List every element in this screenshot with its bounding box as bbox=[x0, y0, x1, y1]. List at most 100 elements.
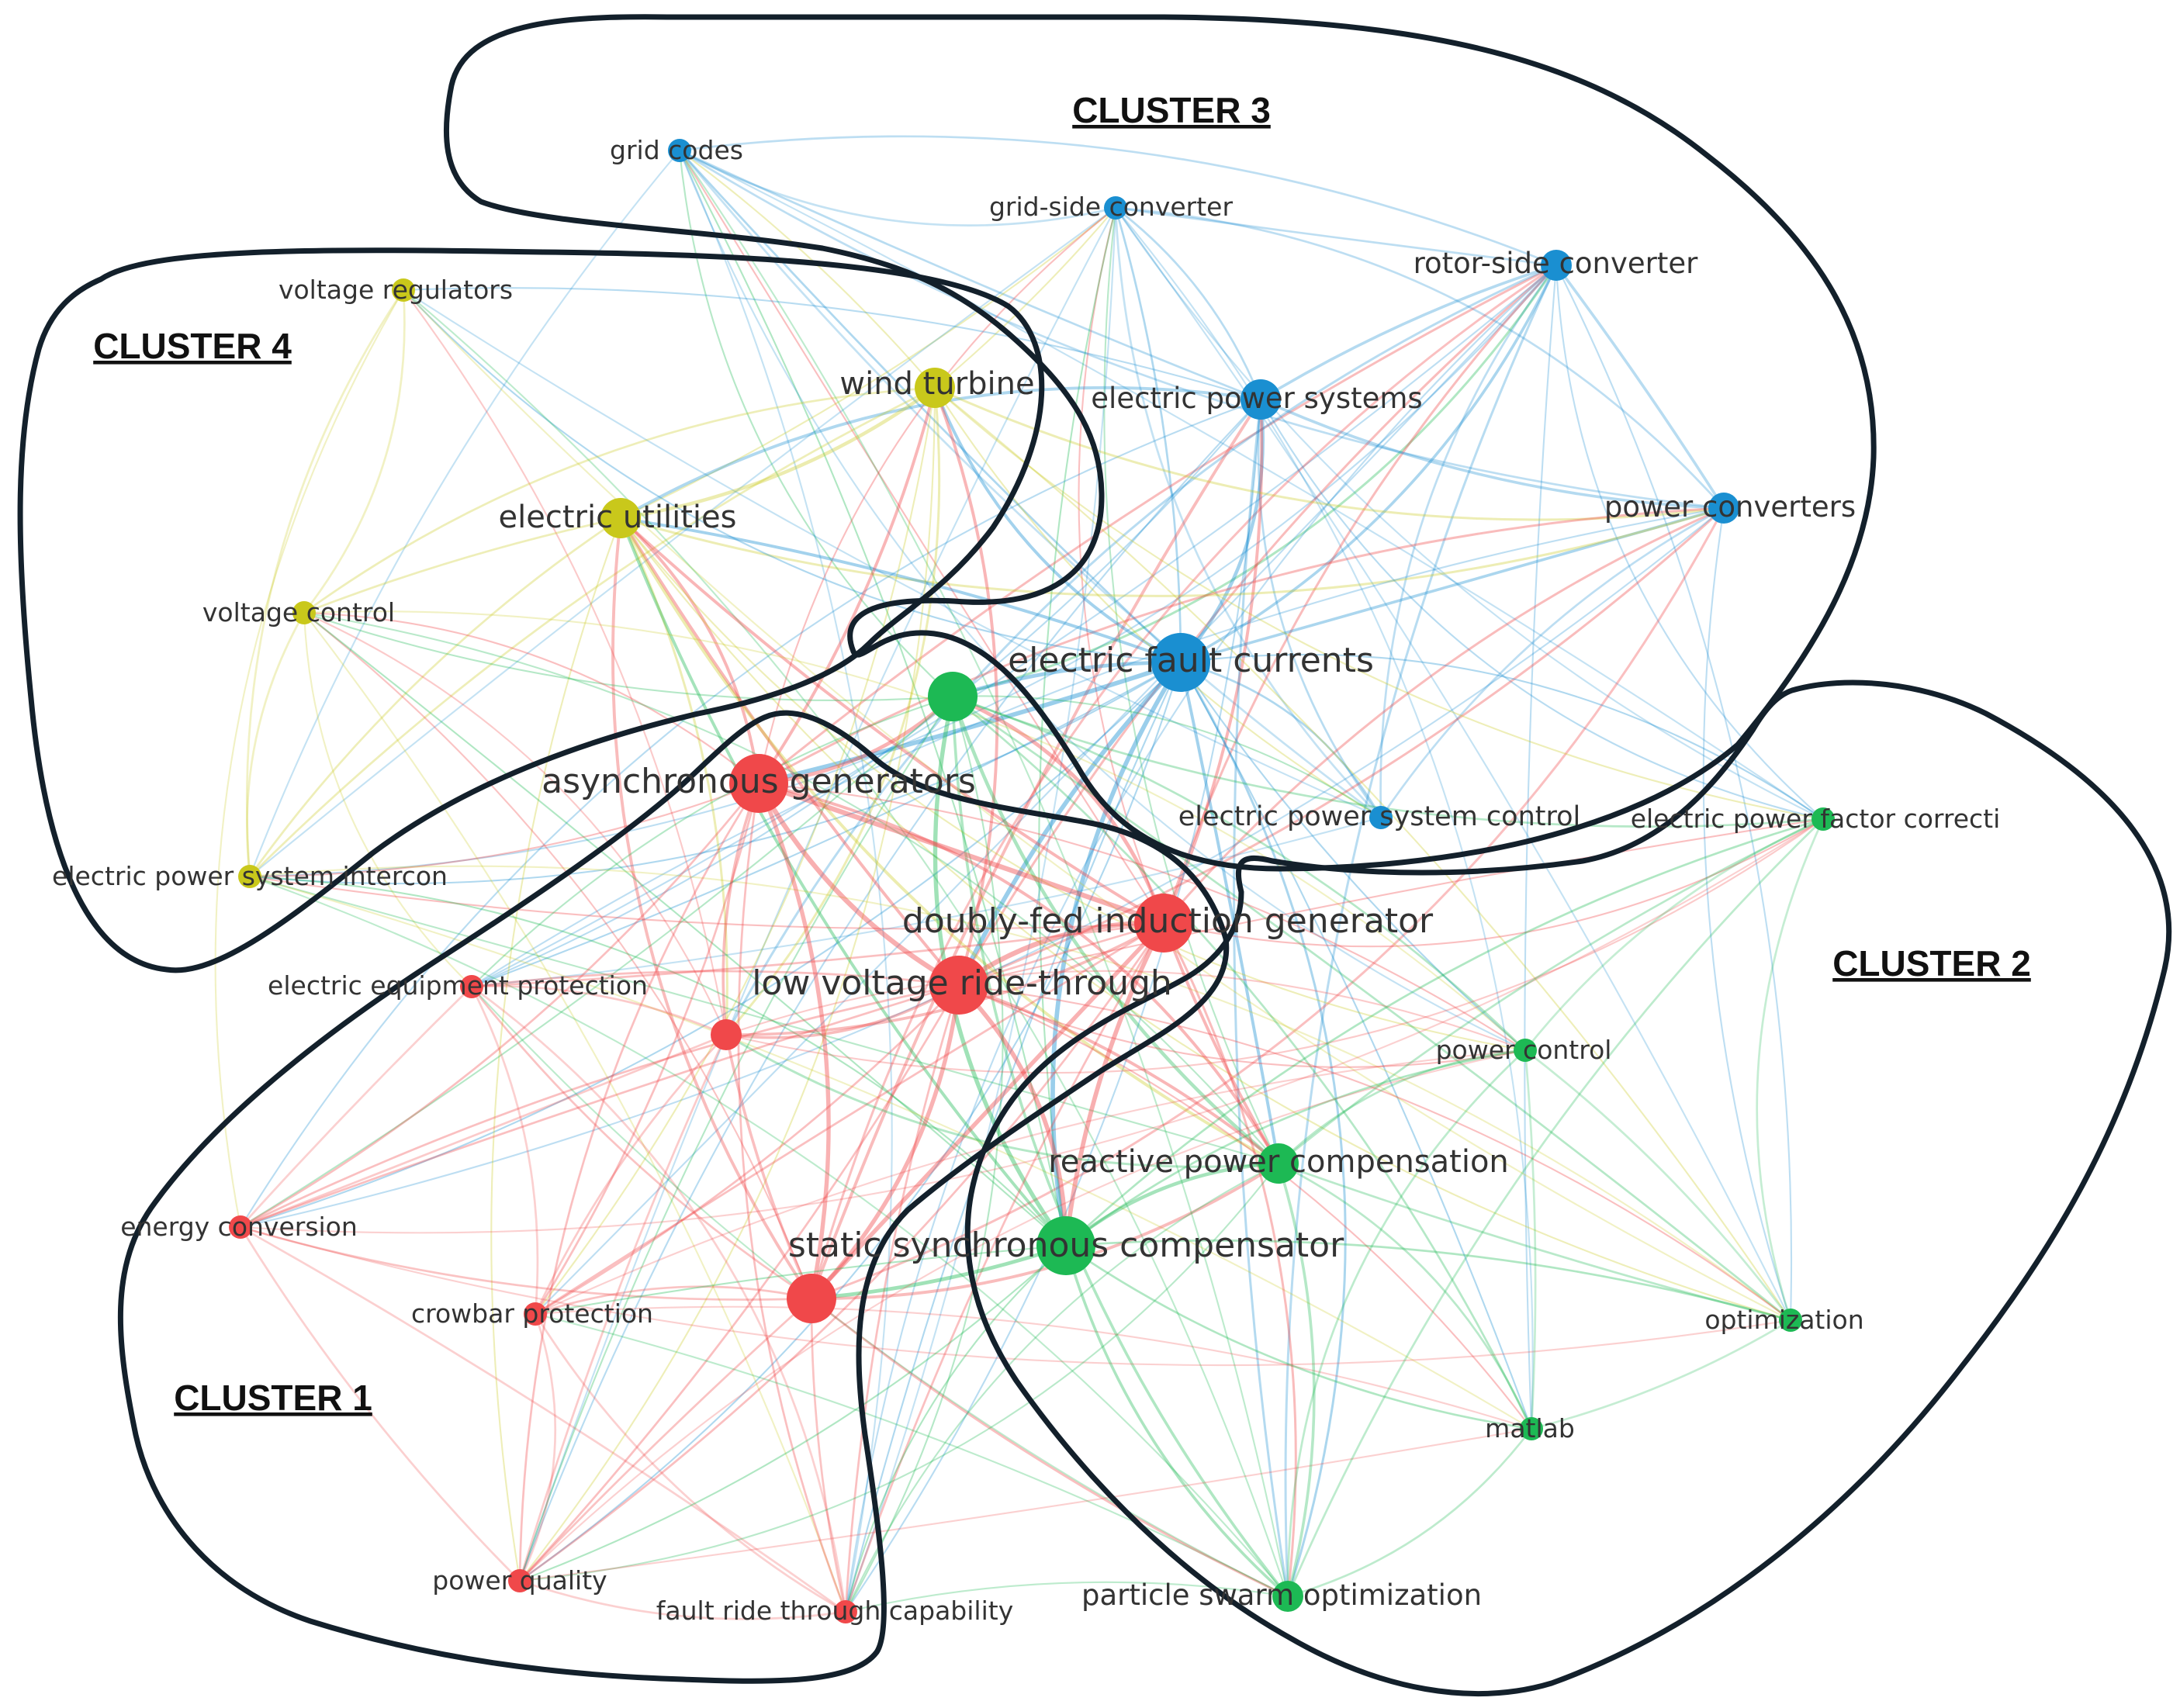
edge-power_quality-power_ctrl bbox=[519, 1049, 1526, 1582]
edge-green_hub-rpc bbox=[950, 696, 1280, 1165]
edge-eps_inter-async_gen bbox=[249, 783, 760, 878]
edge-rotor_side-crowbar bbox=[535, 264, 1557, 1315]
node-statcom[interactable] bbox=[787, 1274, 836, 1323]
edge-volt_ctrl-red_small bbox=[303, 612, 727, 1036]
edge-grid_side-dfig bbox=[1078, 207, 1164, 924]
node-rpc[interactable] bbox=[1258, 1143, 1299, 1184]
edge-rotor_side-optim bbox=[1555, 264, 1793, 1321]
cluster-2-label: CLUSTER 2 bbox=[1832, 943, 2031, 984]
edge-async_gen-power_quality bbox=[518, 783, 760, 1582]
edge-elec_util-red_small bbox=[619, 517, 728, 1036]
node-eq-prot[interactable] bbox=[460, 975, 483, 998]
node-pso[interactable] bbox=[1272, 1581, 1303, 1612]
edge-async_gen-rpc bbox=[758, 782, 1280, 1164]
edge-elec_util-eps_inter bbox=[248, 517, 621, 877]
edge-volt_ctrl-green_hub bbox=[303, 612, 953, 702]
edge-grid_side-statcom_g bbox=[1038, 207, 1117, 1246]
edge-elec_util-power_ctrl bbox=[620, 517, 1526, 1052]
node-power-ctrl[interactable] bbox=[1514, 1039, 1537, 1062]
node-matlab[interactable] bbox=[1520, 1417, 1543, 1440]
label-statcom: static synchronous compensator bbox=[788, 1226, 1344, 1265]
node-grid-codes[interactable] bbox=[668, 139, 691, 162]
edge-grid_codes-eps_control bbox=[678, 150, 1382, 819]
edge-volt_reg-pso bbox=[403, 289, 1289, 1597]
edge-statcom_g-pso bbox=[1064, 1245, 1289, 1598]
node-wind-turbine[interactable] bbox=[915, 368, 955, 408]
node-eps-inter[interactable] bbox=[238, 865, 261, 888]
label-rpc: reactive power compensation bbox=[1048, 1144, 1509, 1180]
edge-grid_codes-pf_corr bbox=[679, 150, 1824, 820]
edge-fault_curr-rpc bbox=[1179, 662, 1280, 1164]
edge-rotor_side-async_gen bbox=[758, 264, 1557, 785]
edge-green_hub-power_quality bbox=[519, 696, 953, 1582]
label-eps: electric power systems bbox=[1091, 382, 1422, 415]
edge-power_conv-dfig bbox=[1162, 507, 1725, 924]
edge-fault_curr-statcom_g bbox=[1050, 661, 1183, 1246]
edge-rotor_side-fault_curr bbox=[1180, 264, 1558, 664]
node-optim[interactable] bbox=[1779, 1309, 1802, 1332]
edge-grid_side-wind_turbine bbox=[934, 207, 1116, 389]
edge-grid_codes-frt bbox=[679, 150, 893, 1613]
node-fault-curr[interactable] bbox=[1151, 633, 1210, 692]
node-power-quality[interactable] bbox=[508, 1569, 531, 1592]
node-green-hub[interactable] bbox=[928, 672, 978, 721]
edge-power_quality-rpc bbox=[519, 1163, 1279, 1582]
edge-eq_prot-crowbar bbox=[470, 986, 539, 1315]
label-fault-curr: electric fault currents bbox=[1008, 641, 1374, 680]
edge-power_conv-async_gen bbox=[758, 507, 1725, 785]
node-statcom-g[interactable] bbox=[1036, 1216, 1095, 1275]
cluster-1-label: CLUSTER 1 bbox=[174, 1378, 372, 1418]
cluster-outlines bbox=[17, 14, 2172, 1696]
cluster-2-outline bbox=[964, 679, 2172, 1696]
label-dfig: doubly-fed induction generator bbox=[902, 901, 1434, 941]
edge-volt_ctrl-eps_inter bbox=[246, 612, 306, 877]
node-elec-util[interactable] bbox=[600, 498, 641, 538]
node-grid-side[interactable] bbox=[1104, 196, 1127, 220]
edge-volt_reg-eps_inter bbox=[245, 289, 405, 877]
edge-rotor_side-pf_corr bbox=[1555, 264, 1824, 820]
node-lvrt[interactable] bbox=[929, 956, 988, 1015]
edges-layer bbox=[214, 135, 1825, 1620]
node-pf-corr[interactable] bbox=[1811, 807, 1835, 831]
node-rotor-side[interactable] bbox=[1541, 250, 1572, 281]
edge-elec_util-volt_ctrl bbox=[303, 517, 621, 614]
edge-grid_side-pf_corr bbox=[1115, 207, 1824, 820]
node-crowbar[interactable] bbox=[524, 1302, 547, 1326]
label-pso: particle swarm optimization bbox=[1081, 1578, 1482, 1612]
edge-rotor_side-eps_control bbox=[1379, 264, 1558, 818]
edge-grid_side-power_quality bbox=[519, 207, 1116, 1582]
node-power-conv[interactable] bbox=[1708, 493, 1739, 524]
edge-energy_conv-pf_corr bbox=[240, 818, 1824, 1234]
edge-rotor_side-green_hub bbox=[952, 264, 1558, 698]
edge-grid_codes-statcom_g bbox=[679, 150, 1068, 1246]
edge-grid_side-async_gen bbox=[757, 207, 1116, 784]
node-energy-conv[interactable] bbox=[229, 1215, 252, 1239]
edge-eps_inter-rpc bbox=[249, 875, 1279, 1165]
edge-statcom_g-power_quality bbox=[519, 1245, 1067, 1582]
edge-eps_control-eq_prot bbox=[471, 816, 1382, 988]
node-async-gen[interactable] bbox=[729, 754, 788, 813]
edge-power_ctrl-rpc bbox=[1278, 1049, 1526, 1164]
node-red-small[interactable] bbox=[711, 1019, 742, 1050]
edge-dfig-pso bbox=[1162, 922, 1297, 1597]
edge-red_small-power_quality bbox=[518, 1034, 728, 1582]
edge-dfig-energy_conv bbox=[240, 921, 1164, 1229]
node-frt[interactable] bbox=[834, 1600, 857, 1623]
edge-statcom_g-frt bbox=[844, 1245, 1067, 1613]
edge-rotor_side-dfig bbox=[1162, 264, 1558, 924]
node-dfig[interactable] bbox=[1134, 894, 1193, 953]
edge-grid_side-rotor_side bbox=[1115, 206, 1557, 267]
edge-statcom_g-power_ctrl bbox=[1065, 1049, 1526, 1247]
edge-eps_inter-statcom_g bbox=[249, 875, 1067, 1246]
edge-grid_side-eps bbox=[1115, 206, 1262, 400]
edge-volt_reg-red_small bbox=[403, 289, 728, 1036]
node-volt-ctrl[interactable] bbox=[292, 601, 316, 624]
edge-grid_codes-grid_side bbox=[679, 149, 1116, 226]
label-optim: optimization bbox=[1704, 1305, 1863, 1335]
node-eps[interactable] bbox=[1241, 379, 1281, 420]
node-volt-reg[interactable] bbox=[392, 278, 415, 302]
edge-grid_codes-pso bbox=[679, 150, 1289, 1597]
node-eps-control[interactable] bbox=[1369, 806, 1393, 829]
edge-lvrt-red_small bbox=[725, 984, 960, 1039]
edge-wind_turbine-volt_ctrl bbox=[303, 386, 936, 614]
